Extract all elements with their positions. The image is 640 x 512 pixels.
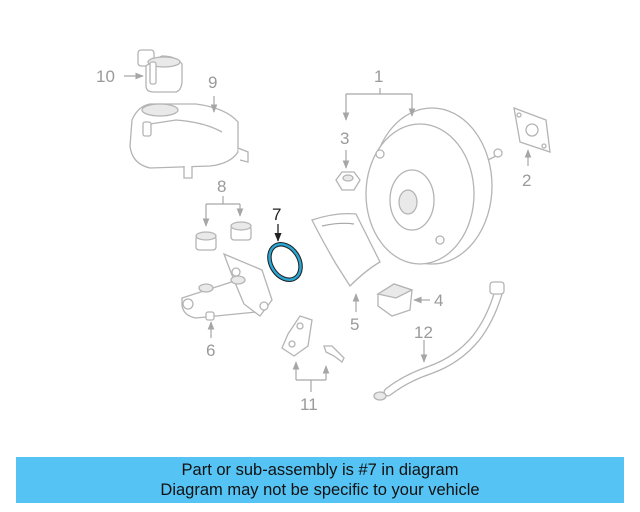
- callout-11: 11: [300, 395, 318, 414]
- reservoir-cap-part: [137, 49, 183, 93]
- brake-booster-part: [365, 107, 503, 265]
- caption-line-2: Diagram may not be specific to your vehi…: [160, 481, 480, 499]
- mount-block-part: [376, 283, 414, 317]
- callout-8: 8: [217, 177, 226, 196]
- reservoir-tank-part: [129, 103, 249, 179]
- grommet-parts: [195, 221, 252, 251]
- callout-4: 4: [434, 291, 443, 310]
- callout-5: 5: [350, 315, 359, 334]
- callout-3: 3: [340, 129, 349, 148]
- caption-line-1: Part or sub-assembly is #7 in diagram: [181, 461, 459, 479]
- callout-1: 1: [374, 67, 383, 86]
- callout-2: 2: [522, 171, 531, 190]
- vacuum-hose-part: [373, 281, 505, 401]
- o-ring-part: [267, 242, 303, 282]
- master-cylinder-part: [181, 252, 273, 321]
- bracket-bolt-part: [281, 315, 345, 363]
- nut-part: [335, 171, 361, 191]
- caption-banner: Part or sub-assembly is #7 in diagram Di…: [16, 457, 624, 503]
- callout-12: 12: [414, 323, 433, 342]
- callout-10: 10: [96, 67, 115, 86]
- callout-7: 7: [272, 205, 281, 224]
- callout-9: 9: [208, 73, 217, 92]
- heat-shield-part: [311, 212, 381, 288]
- callout-6: 6: [206, 341, 215, 360]
- gasket-part: [513, 106, 551, 153]
